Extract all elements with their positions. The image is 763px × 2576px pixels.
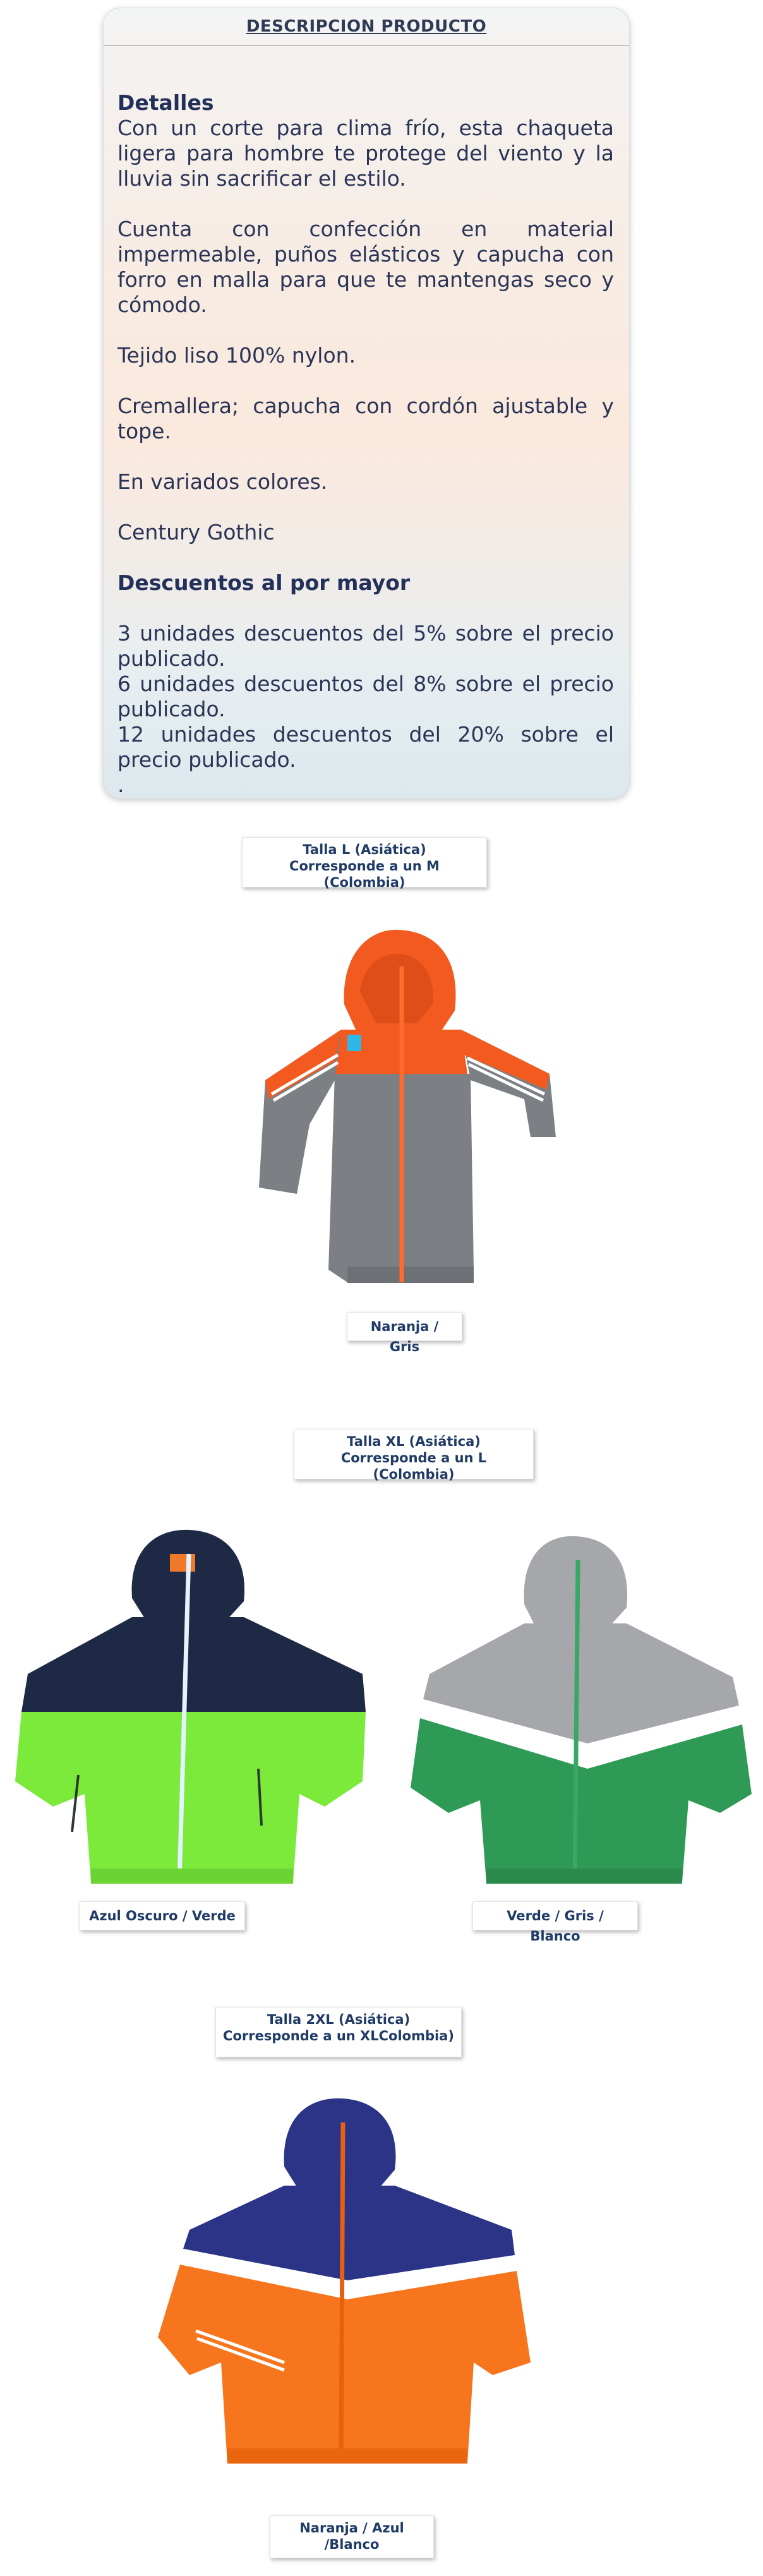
size-label-2xl: Talla 2XL (Asiática) Corresponde a un XL… [215,2007,462,2057]
card-title: DESCRIPCION PRODUCTO [246,17,487,36]
details-text-1: Con un corte para clima frío, esta chaqu… [117,116,614,191]
details-text-6: Century Gothic [117,520,275,545]
card-header: DESCRIPCION PRODUCTO [104,8,629,46]
jacket-image-verde-gris-blanco [398,1535,758,1895]
discount-item-3: 12 unidades descuentos del 20% sobre el … [117,722,614,772]
details-text-5: En variados colores. [117,469,328,494]
details-text-3: Tejido liso 100% nylon. [117,343,356,368]
jacket-image-naranja-gris [253,929,562,1301]
color-label-azul-verde: Azul Oscuro / Verde [80,1901,245,1930]
details-text-4: Cremallera; capucha con cordón ajustable… [117,394,614,443]
details-heading: Detalles [117,90,214,115]
product-description-card: DESCRIPCION PRODUCTO Detalles Con un cor… [103,8,630,798]
discounts-heading: Descuentos al por mayor [117,570,411,595]
details-paragraph: Detalles Con un corte para clima frío, e… [117,90,614,191]
jacket-image-azul-verde [9,1529,376,1895]
trailing-dot: . [117,773,124,797]
discount-item-2: 6 unidades descuentos del 8% sobre el pr… [117,671,614,721]
color-label-naranja-gris: Naranja / Gris [347,1312,462,1354]
jacket-image-naranja-azul-blanco [158,2097,543,2476]
color-label-verde-gris-blanco: Verde / Gris / Blanco [472,1901,638,1944]
card-body: Detalles Con un corte para clima frío, e… [117,90,614,798]
details-text-2: Cuenta con confección en material imperm… [117,217,614,317]
color-label-naranja-azul-blanco: Naranja / Azul /Blanco [270,2515,434,2558]
discount-item-1: 3 unidades descuentos del 5% sobre el pr… [117,621,614,671]
size-label-l: Talla L (Asiática) Corresponde a un M (C… [242,837,487,890]
size-label-xl: Talla XL (Asiática) Corresponde a un L (… [294,1429,534,1482]
